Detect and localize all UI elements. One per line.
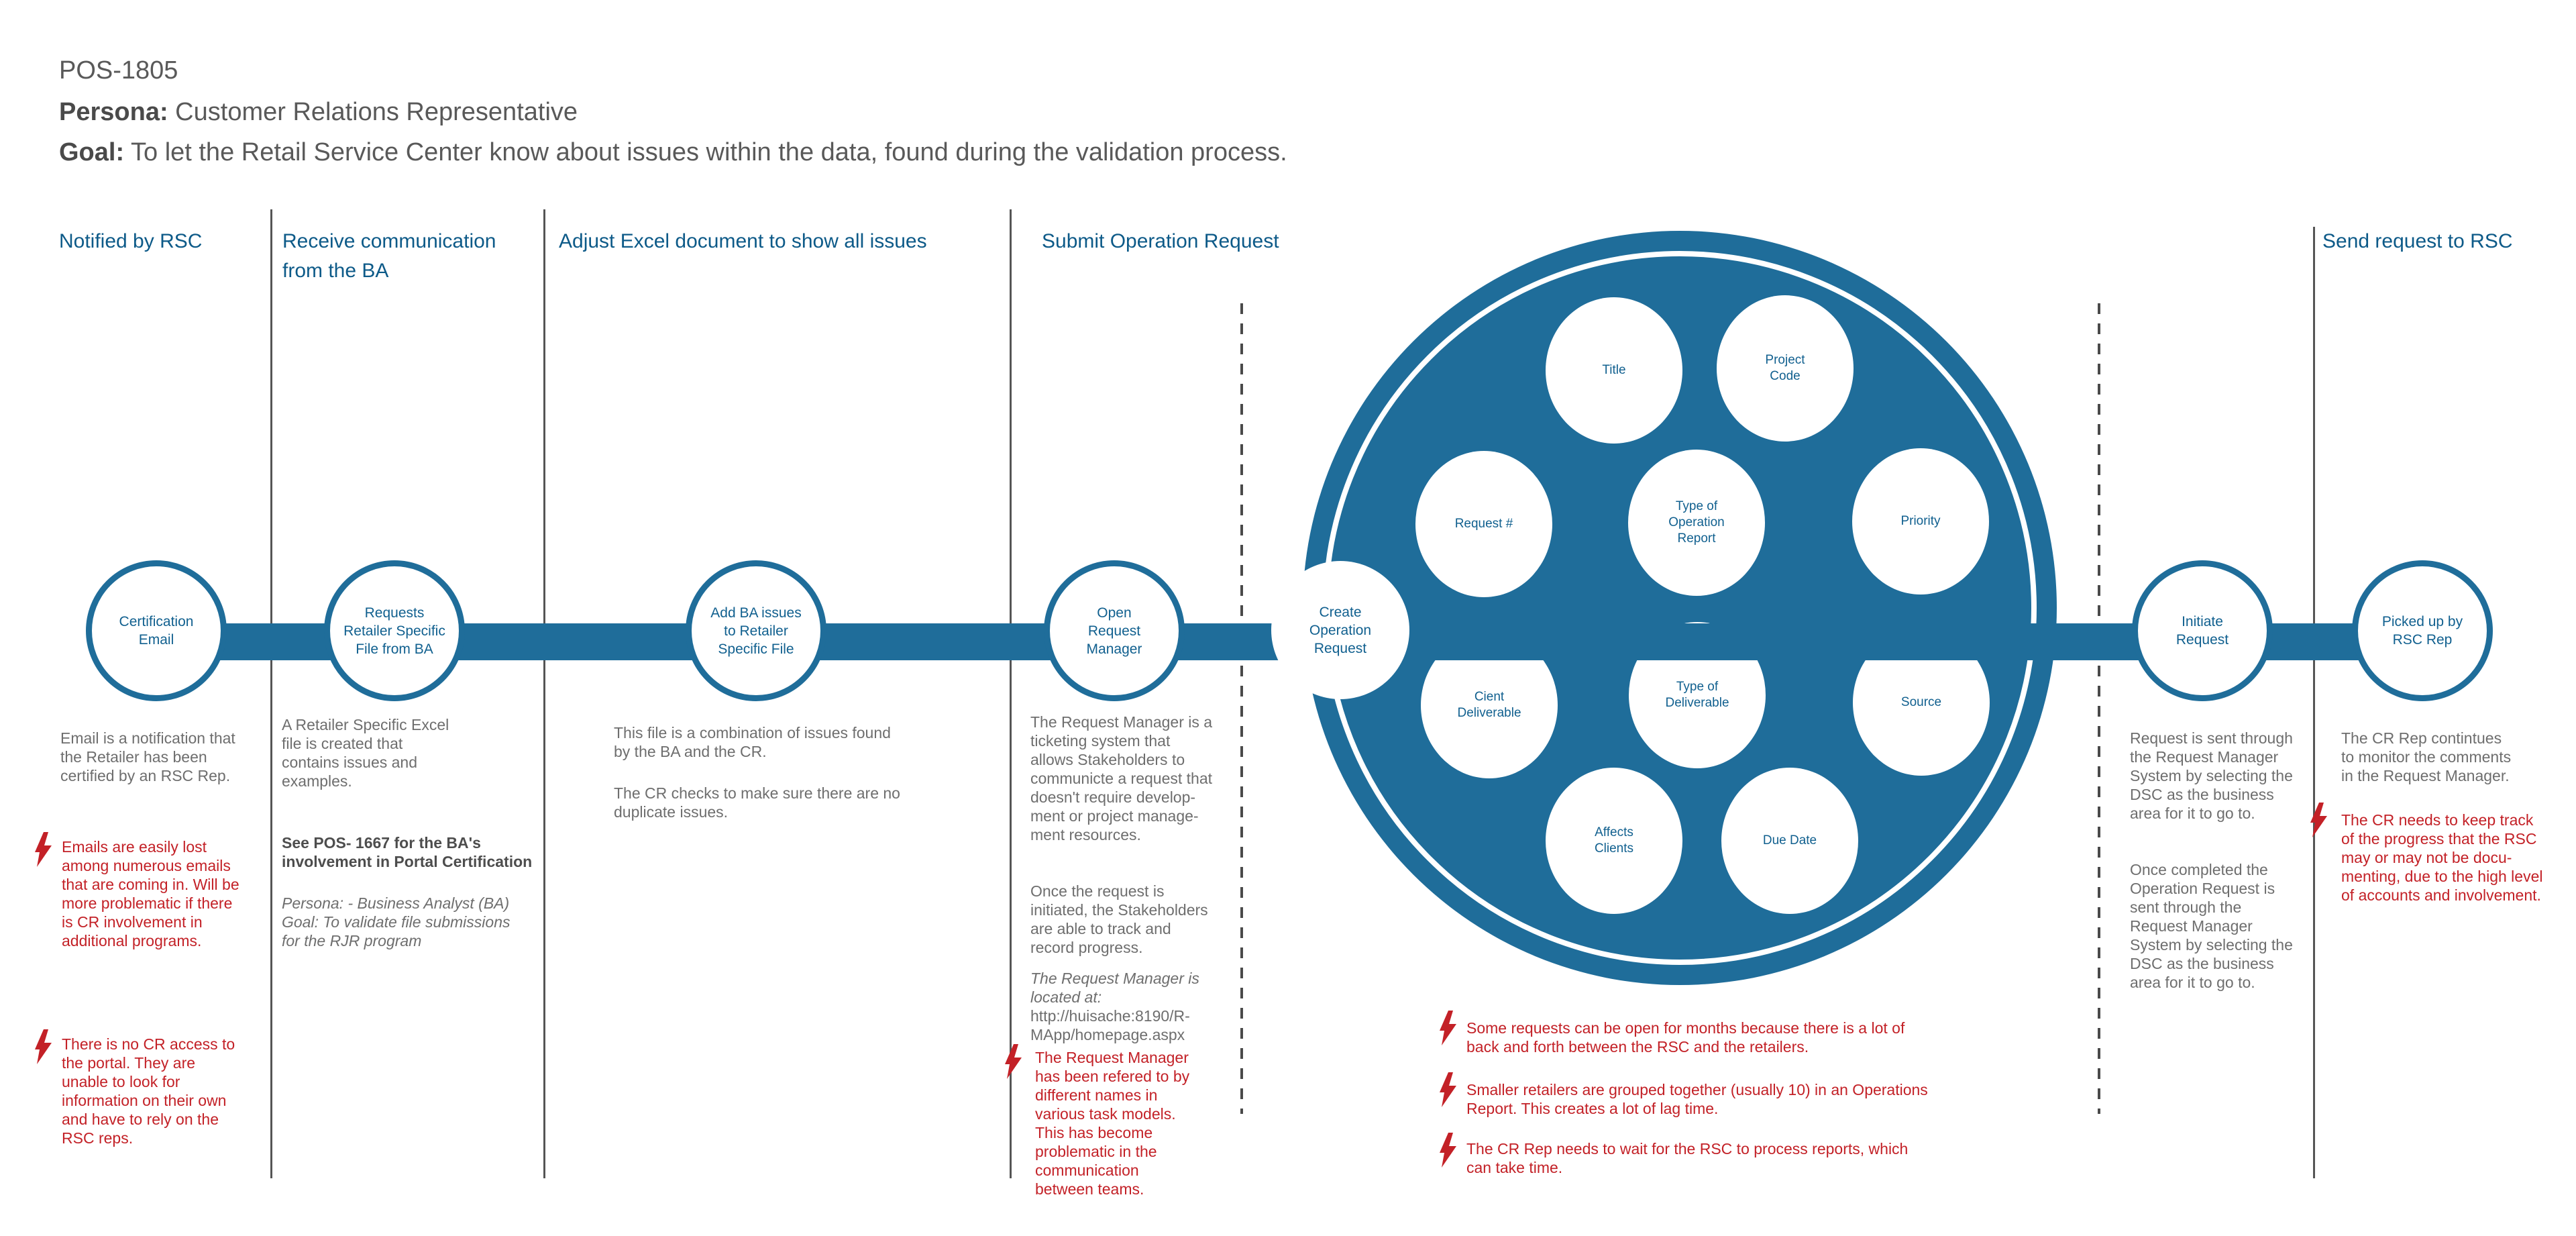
column-header-notified-by-rsc: Notified by RSC bbox=[59, 230, 203, 252]
lightning-bolt-icon bbox=[35, 1029, 52, 1064]
goal-label: Goal: bbox=[59, 138, 125, 166]
divider-col5-col6 bbox=[2313, 227, 2315, 1178]
lightning-bolt-icon bbox=[1440, 1133, 1457, 1168]
lightning-bolt-icon bbox=[1440, 1072, 1457, 1107]
warning-col6-keep-track: The CR needs to keep track of the progre… bbox=[2341, 811, 2543, 904]
note-col3-cr-checks: The CR checks to make sure there are no … bbox=[614, 784, 900, 821]
flow-node-initiate-request: Initiate Request bbox=[2132, 560, 2273, 701]
field-circle-due-date: Due Date bbox=[1721, 768, 1858, 914]
persona-value: Customer Relations Representative bbox=[168, 98, 578, 126]
note-col4-located-at: The Request Manager is located at: bbox=[1030, 970, 1199, 1006]
note-col3-file-combination: This file is a combination of issues fou… bbox=[614, 724, 891, 760]
divider-dashed-right-of-circle bbox=[2098, 303, 2100, 1114]
note-col6-cr-monitors: The CR Rep contintues to monitor the com… bbox=[2341, 729, 2512, 784]
flow-node-requests-retailer-file: Requests Retailer Specific File from BA bbox=[324, 560, 465, 701]
warning-circle-open-for-months: Some requests can be open for months bec… bbox=[1466, 1019, 1905, 1055]
column-header-adjust-excel: Adjust Excel document to show all issues bbox=[559, 230, 927, 252]
warning-col1-emails-lost: Emails are easily lost among numerous em… bbox=[62, 838, 239, 949]
warning-circle-smaller-retailers: Smaller retailers are grouped together (… bbox=[1466, 1081, 1928, 1117]
flow-node-add-ba-issues: Add BA issues to Retailer Specific File bbox=[686, 560, 826, 701]
lightning-bolt-icon bbox=[2310, 803, 2328, 837]
warning-col1-no-cr-access: There is no CR access to the portal. The… bbox=[62, 1035, 235, 1147]
goal-value: To let the Retail Service Center know ab… bbox=[124, 138, 1287, 166]
note-col4-request-manager-description: The Request Manager is a ticketing syste… bbox=[1030, 713, 1213, 843]
note-col1-email-notification: Email is a notification that the Retaile… bbox=[60, 729, 235, 784]
column-header-send-request-to-rsc: Send request to RSC bbox=[2322, 230, 2513, 252]
note-col4-request-manager-url: http://huisache:8190/R- MApp/homepage.as… bbox=[1030, 1007, 1190, 1043]
field-circle-affects-clients: Affects Clients bbox=[1546, 768, 1682, 914]
divider-dashed-left-of-circle bbox=[1240, 303, 1243, 1114]
warning-circle-wait-for-rsc: The CR Rep needs to wait for the RSC to … bbox=[1466, 1140, 1909, 1176]
goal-line: Goal: To let the Retail Service Center k… bbox=[59, 138, 1287, 167]
lightning-bolt-icon bbox=[1005, 1044, 1022, 1079]
flow-node-certification-email: Certification Email bbox=[86, 560, 227, 701]
persona-label: Persona: bbox=[59, 98, 168, 126]
note-col5-request-sent: Request is sent through the Request Mana… bbox=[2130, 729, 2293, 822]
column-header-receive-communication: Receive communication from the BA bbox=[282, 230, 496, 282]
warning-col4-naming-confusion: The Request Manager has been refered to … bbox=[1035, 1049, 1190, 1198]
flow-node-open-request-manager: Open Request Manager bbox=[1044, 560, 1185, 701]
note-col5-once-completed: Once completed the Operation Request is … bbox=[2130, 861, 2293, 991]
flow-node-picked-up-by-rsc-rep: Picked up by RSC Rep bbox=[2352, 560, 2493, 701]
divider-col1-col2 bbox=[270, 209, 272, 1178]
note-col2-ba-persona-goal: Persona: - Business Analyst (BA) Goal: T… bbox=[282, 894, 511, 949]
document-id: POS-1805 bbox=[59, 56, 178, 85]
column-header-submit-operation-request: Submit Operation Request bbox=[1042, 230, 1279, 252]
flow-node-create-operation-request: Create Operation Request bbox=[1271, 561, 1409, 699]
note-col2-see-pos-1667: See POS- 1667 for the BA's involvement i… bbox=[282, 834, 533, 870]
lightning-bolt-icon bbox=[35, 832, 52, 867]
field-circle-priority: Priority bbox=[1852, 448, 1989, 595]
field-circle-title: Title bbox=[1546, 297, 1682, 444]
divider-col3-col4 bbox=[1010, 209, 1012, 1178]
persona-line: Persona: Customer Relations Representati… bbox=[59, 98, 578, 127]
field-circle-project-code: Project Code bbox=[1717, 295, 1854, 442]
note-col2-retailer-specific-file: A Retailer Specific Excel file is create… bbox=[282, 716, 449, 790]
field-circle-request-number: Request # bbox=[1415, 451, 1552, 597]
field-circle-type-of-operation-report: Type of Operation Report bbox=[1628, 450, 1765, 596]
divider-col2-col3 bbox=[543, 209, 545, 1178]
operation-request-form-circle: Title Project Code Request # Type of Ope… bbox=[1303, 231, 2057, 985]
lightning-bolt-icon bbox=[1440, 1011, 1457, 1045]
note-col4-once-initiated: Once the request is initiated, the Stake… bbox=[1030, 882, 1208, 956]
